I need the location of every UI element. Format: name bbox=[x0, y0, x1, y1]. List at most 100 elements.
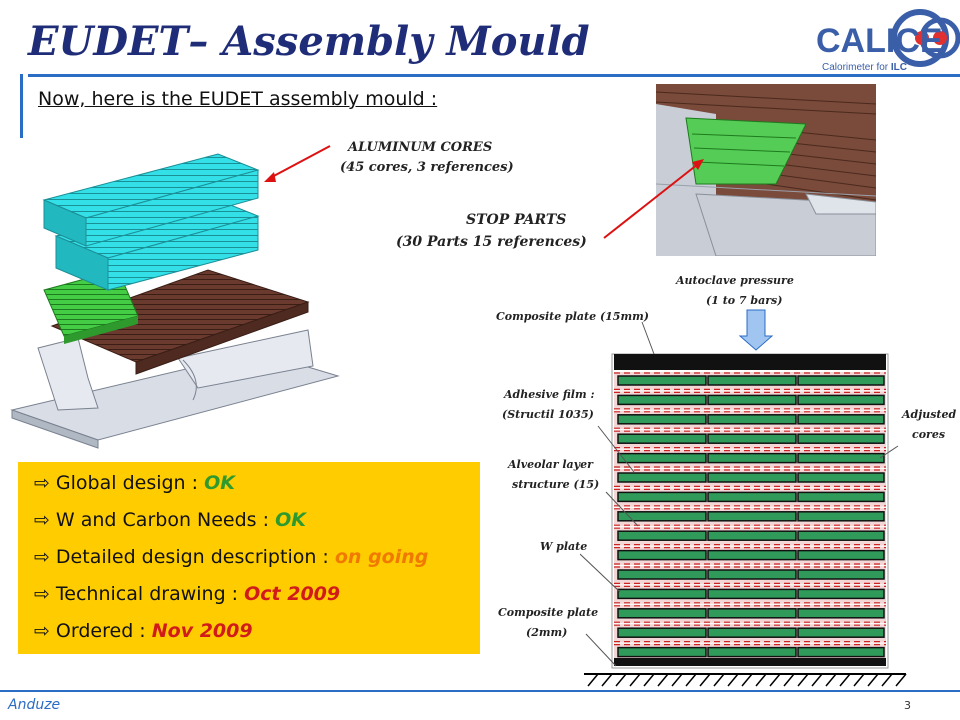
status-value: on going bbox=[334, 546, 429, 568]
aluminum-core-cell bbox=[617, 511, 707, 522]
aluminum-core-cell bbox=[797, 608, 885, 619]
title-rule bbox=[28, 74, 960, 77]
aluminum-core-cell bbox=[797, 394, 885, 406]
aluminum-core-cell bbox=[617, 608, 707, 619]
adhesive-label: Adhesive film : bbox=[504, 388, 595, 401]
ground-hatch-line bbox=[755, 673, 767, 687]
aluminum-core-cell bbox=[797, 433, 885, 444]
ground-hatch-line bbox=[685, 673, 697, 687]
status-value: Nov 2009 bbox=[151, 620, 253, 642]
ground-hatch-line bbox=[769, 673, 781, 687]
stop-parts-label: STOP PARTS bbox=[466, 212, 567, 228]
aluminum-cores-count: (45 cores, 3 references) bbox=[340, 160, 514, 175]
status-value: Oct 2009 bbox=[244, 583, 341, 605]
aluminum-core-cell bbox=[617, 433, 707, 444]
aluminum-core-cell bbox=[797, 511, 885, 522]
ground-hatch-line bbox=[895, 673, 907, 687]
arrow-bullet-icon: ⇨ bbox=[34, 509, 50, 531]
aluminum-core-cell bbox=[617, 414, 707, 425]
ground-hatch-line bbox=[839, 673, 851, 687]
aluminum-core-cell bbox=[617, 627, 707, 638]
arrow-bullet-icon: ⇨ bbox=[34, 620, 50, 642]
status-detailed-design: ⇨Detailed design description : on going bbox=[34, 546, 428, 568]
aluminum-core-cell bbox=[617, 530, 707, 541]
autoclave-range: (1 to 7 bars) bbox=[706, 294, 783, 307]
aluminum-core-cell bbox=[707, 646, 797, 658]
aluminum-core-cell bbox=[707, 608, 797, 619]
ground-hatch-line bbox=[643, 673, 655, 687]
aluminum-core-cell bbox=[617, 452, 707, 464]
aluminum-core-cell bbox=[707, 588, 797, 600]
subtitle: Now, here is the EUDET assembly mould : bbox=[38, 88, 438, 110]
composite-bottom-label: Composite plate bbox=[498, 606, 599, 619]
aluminum-core-cell bbox=[707, 627, 797, 638]
aluminum-core-cell bbox=[707, 530, 797, 541]
page-number: 3 bbox=[904, 699, 911, 712]
exploded-mould-drawing bbox=[10, 145, 340, 449]
ground-hatch-line bbox=[783, 673, 795, 687]
aluminum-core-cell bbox=[617, 588, 707, 600]
alveolar-label: Alveolar layer bbox=[508, 458, 593, 471]
logo-text: CALICE bbox=[816, 22, 943, 60]
composite-top-label: Composite plate (15mm) bbox=[496, 310, 649, 323]
aluminum-core-cell bbox=[617, 646, 707, 658]
aluminum-core-cell bbox=[797, 569, 885, 580]
ground-hatch-line bbox=[657, 673, 669, 687]
aluminum-core-cell bbox=[707, 375, 797, 386]
footer-rule bbox=[0, 690, 960, 692]
ground-hatch-line bbox=[853, 673, 865, 687]
left-accent-bar bbox=[20, 74, 23, 138]
arrow-bullet-icon: ⇨ bbox=[34, 583, 50, 605]
page-title: EUDET– Assembly Mould bbox=[28, 18, 590, 65]
arrow-bullet-icon: ⇨ bbox=[34, 546, 50, 568]
layer-stack bbox=[614, 372, 886, 662]
ground-hatch-line bbox=[881, 673, 893, 687]
ground-hatch-line bbox=[671, 673, 683, 687]
aluminum-core-cell bbox=[797, 491, 885, 503]
adjusted-cores-label: Adjusted bbox=[902, 408, 957, 421]
aluminum-core-cell bbox=[617, 375, 707, 386]
ground-hatch-line bbox=[699, 673, 711, 687]
aluminum-core-cell bbox=[797, 452, 885, 464]
status-technical-drawing: ⇨Technical drawing : Oct 2009 bbox=[34, 583, 340, 605]
aluminum-core-cell bbox=[707, 549, 797, 561]
ground-hatch-line bbox=[629, 673, 641, 687]
ground-hatch-line bbox=[825, 673, 837, 687]
aluminum-core-cell bbox=[797, 627, 885, 638]
autoclave-label: Autoclave pressure bbox=[676, 274, 794, 287]
aluminum-core-cell bbox=[617, 569, 707, 580]
aluminum-core-cell bbox=[617, 549, 707, 561]
composite-bottom-thickness: (2mm) bbox=[526, 626, 568, 639]
w-plate-label: W plate bbox=[540, 540, 588, 553]
status-label: Ordered : bbox=[55, 620, 152, 642]
status-global-design: ⇨Global design : OK bbox=[34, 472, 235, 494]
aluminum-core-cell bbox=[797, 588, 885, 600]
adhesive-type: (Structil 1035) bbox=[502, 408, 594, 421]
aluminum-core-cell bbox=[797, 414, 885, 425]
ground-hatch-line bbox=[811, 673, 823, 687]
ground-hatch-line bbox=[587, 673, 599, 687]
aluminum-core-cell bbox=[617, 472, 707, 483]
logo-caption-emph: ILC bbox=[891, 62, 907, 73]
status-value: OK bbox=[275, 509, 306, 531]
adjusted-cores-label-2: cores bbox=[912, 428, 946, 441]
aluminum-core-cell bbox=[707, 472, 797, 483]
stop-parts-pointer-arrow bbox=[603, 159, 704, 239]
arrow-bullet-icon: ⇨ bbox=[34, 472, 50, 494]
aluminum-core-cell bbox=[797, 549, 885, 561]
status-label: W and Carbon Needs : bbox=[55, 509, 276, 531]
aluminum-core-cell bbox=[707, 414, 797, 425]
ground-hatch-line bbox=[797, 673, 809, 687]
svg-text:Calorimeter for ILC: Calorimeter for ILC bbox=[822, 62, 907, 73]
status-label: Detailed design description : bbox=[55, 546, 335, 568]
stop-parts-detail-image bbox=[656, 84, 876, 256]
aluminum-core-cell bbox=[707, 394, 797, 406]
footer-author: Anduze bbox=[8, 697, 61, 713]
status-label: Technical drawing : bbox=[55, 583, 245, 605]
aluminum-core-cell bbox=[707, 491, 797, 503]
aluminum-core-cell bbox=[797, 472, 885, 483]
ground-hatch-line bbox=[741, 673, 753, 687]
aluminum-core-cell bbox=[707, 511, 797, 522]
aluminum-core-cell bbox=[707, 452, 797, 464]
aluminum-core-cell bbox=[797, 530, 885, 541]
